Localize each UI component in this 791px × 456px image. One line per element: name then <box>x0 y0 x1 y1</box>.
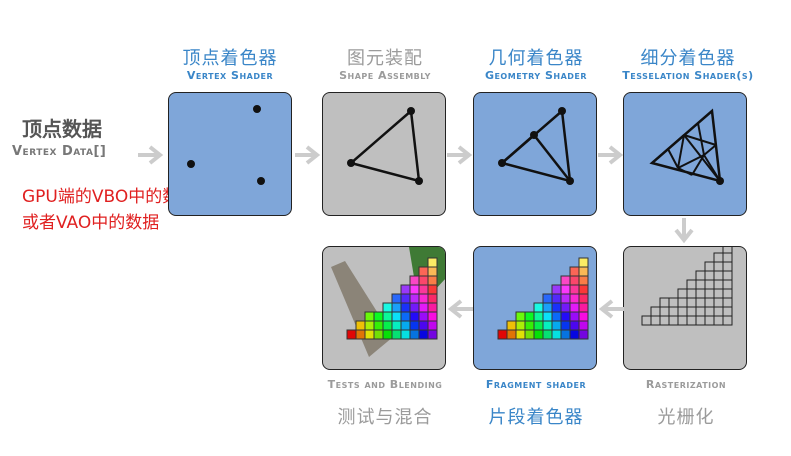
arrow-left-icon <box>447 299 473 319</box>
geometry-shader-box <box>473 92 597 216</box>
tesselation-shader-box <box>623 92 747 216</box>
arrow-right-icon <box>295 145 321 165</box>
arrow-right-icon <box>447 145 473 165</box>
shape-assembly-title-en: Shape Assembly <box>339 69 431 82</box>
tests-blending-box <box>322 246 446 370</box>
fragment-shader-title-cn: 片段着色器 <box>488 407 584 428</box>
rasterization-title-cn: 光栅化 <box>657 407 715 428</box>
tests-blending-title-en: Tests and Blending <box>327 378 443 391</box>
vertex-data-title-cn: 顶点数据 <box>22 117 102 141</box>
vertex-data-title-en: Vertex Data[] <box>12 144 107 159</box>
vertex-shader-title-en: Vertex Shader <box>186 69 274 82</box>
blended-fragments-illustration <box>331 247 445 357</box>
vao-note-line2: 或者VAO中的数据 <box>22 213 160 233</box>
vertex-shader-title-cn: 顶点着色器 <box>182 48 278 69</box>
subdivided-triangle-illustration <box>498 107 574 185</box>
rasterization-title-en: Rasterization <box>645 378 727 391</box>
tessellated-mesh-illustration <box>649 108 724 185</box>
colored-fragments-illustration <box>497 257 589 340</box>
tesselation-shader-title-cn: 细分着色器 <box>640 48 736 69</box>
geometry-shader-title-en: Geometry Shader <box>484 69 588 82</box>
raster-grid-illustration <box>641 247 733 326</box>
geometry-shader-title-cn: 几何着色器 <box>488 48 584 69</box>
tesselation-shader-title-en: Tesselation Shader(s) <box>622 69 754 82</box>
fragment-shader-title-en: Fragment shader <box>485 378 587 391</box>
triangle-illustration <box>347 107 423 185</box>
arrow-right-icon <box>138 145 164 165</box>
shape-assembly-box <box>322 92 446 216</box>
fragment-shader-box <box>473 246 597 370</box>
vertex-points-illustration <box>187 105 265 185</box>
rasterization-box <box>623 246 747 370</box>
arrow-right-icon <box>598 145 624 165</box>
arrow-down-icon <box>674 218 694 244</box>
vertex-shader-box <box>168 92 292 216</box>
tests-blending-title-cn: 测试与混合 <box>337 407 433 428</box>
arrow-left-icon <box>598 299 624 319</box>
shape-assembly-title-cn: 图元装配 <box>347 48 423 69</box>
vbo-note-line1: GPU端的VBO中的数据 <box>22 187 197 207</box>
